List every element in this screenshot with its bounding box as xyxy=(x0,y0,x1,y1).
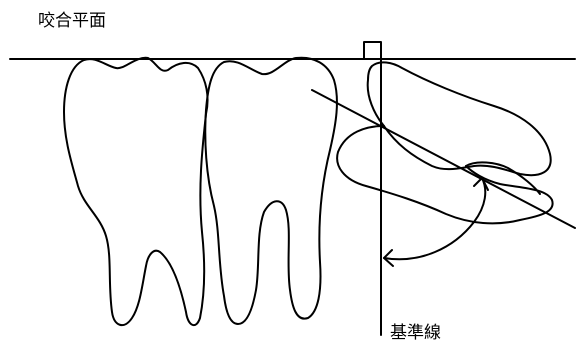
tooth-axis-line xyxy=(311,89,576,229)
angle-arc xyxy=(383,177,487,261)
third-molar-cusp xyxy=(465,161,541,195)
occlusal-plane-label: 咬合平面 xyxy=(38,11,106,31)
right-angle-marker xyxy=(363,41,382,60)
arc-arrow-left xyxy=(383,249,394,267)
arc-arrow-top xyxy=(473,177,489,191)
third-molar-crown xyxy=(366,61,552,177)
reference-line-label: 基準線 xyxy=(390,323,441,343)
second-molar-outline xyxy=(204,56,338,325)
first-molar-outline xyxy=(63,56,209,327)
